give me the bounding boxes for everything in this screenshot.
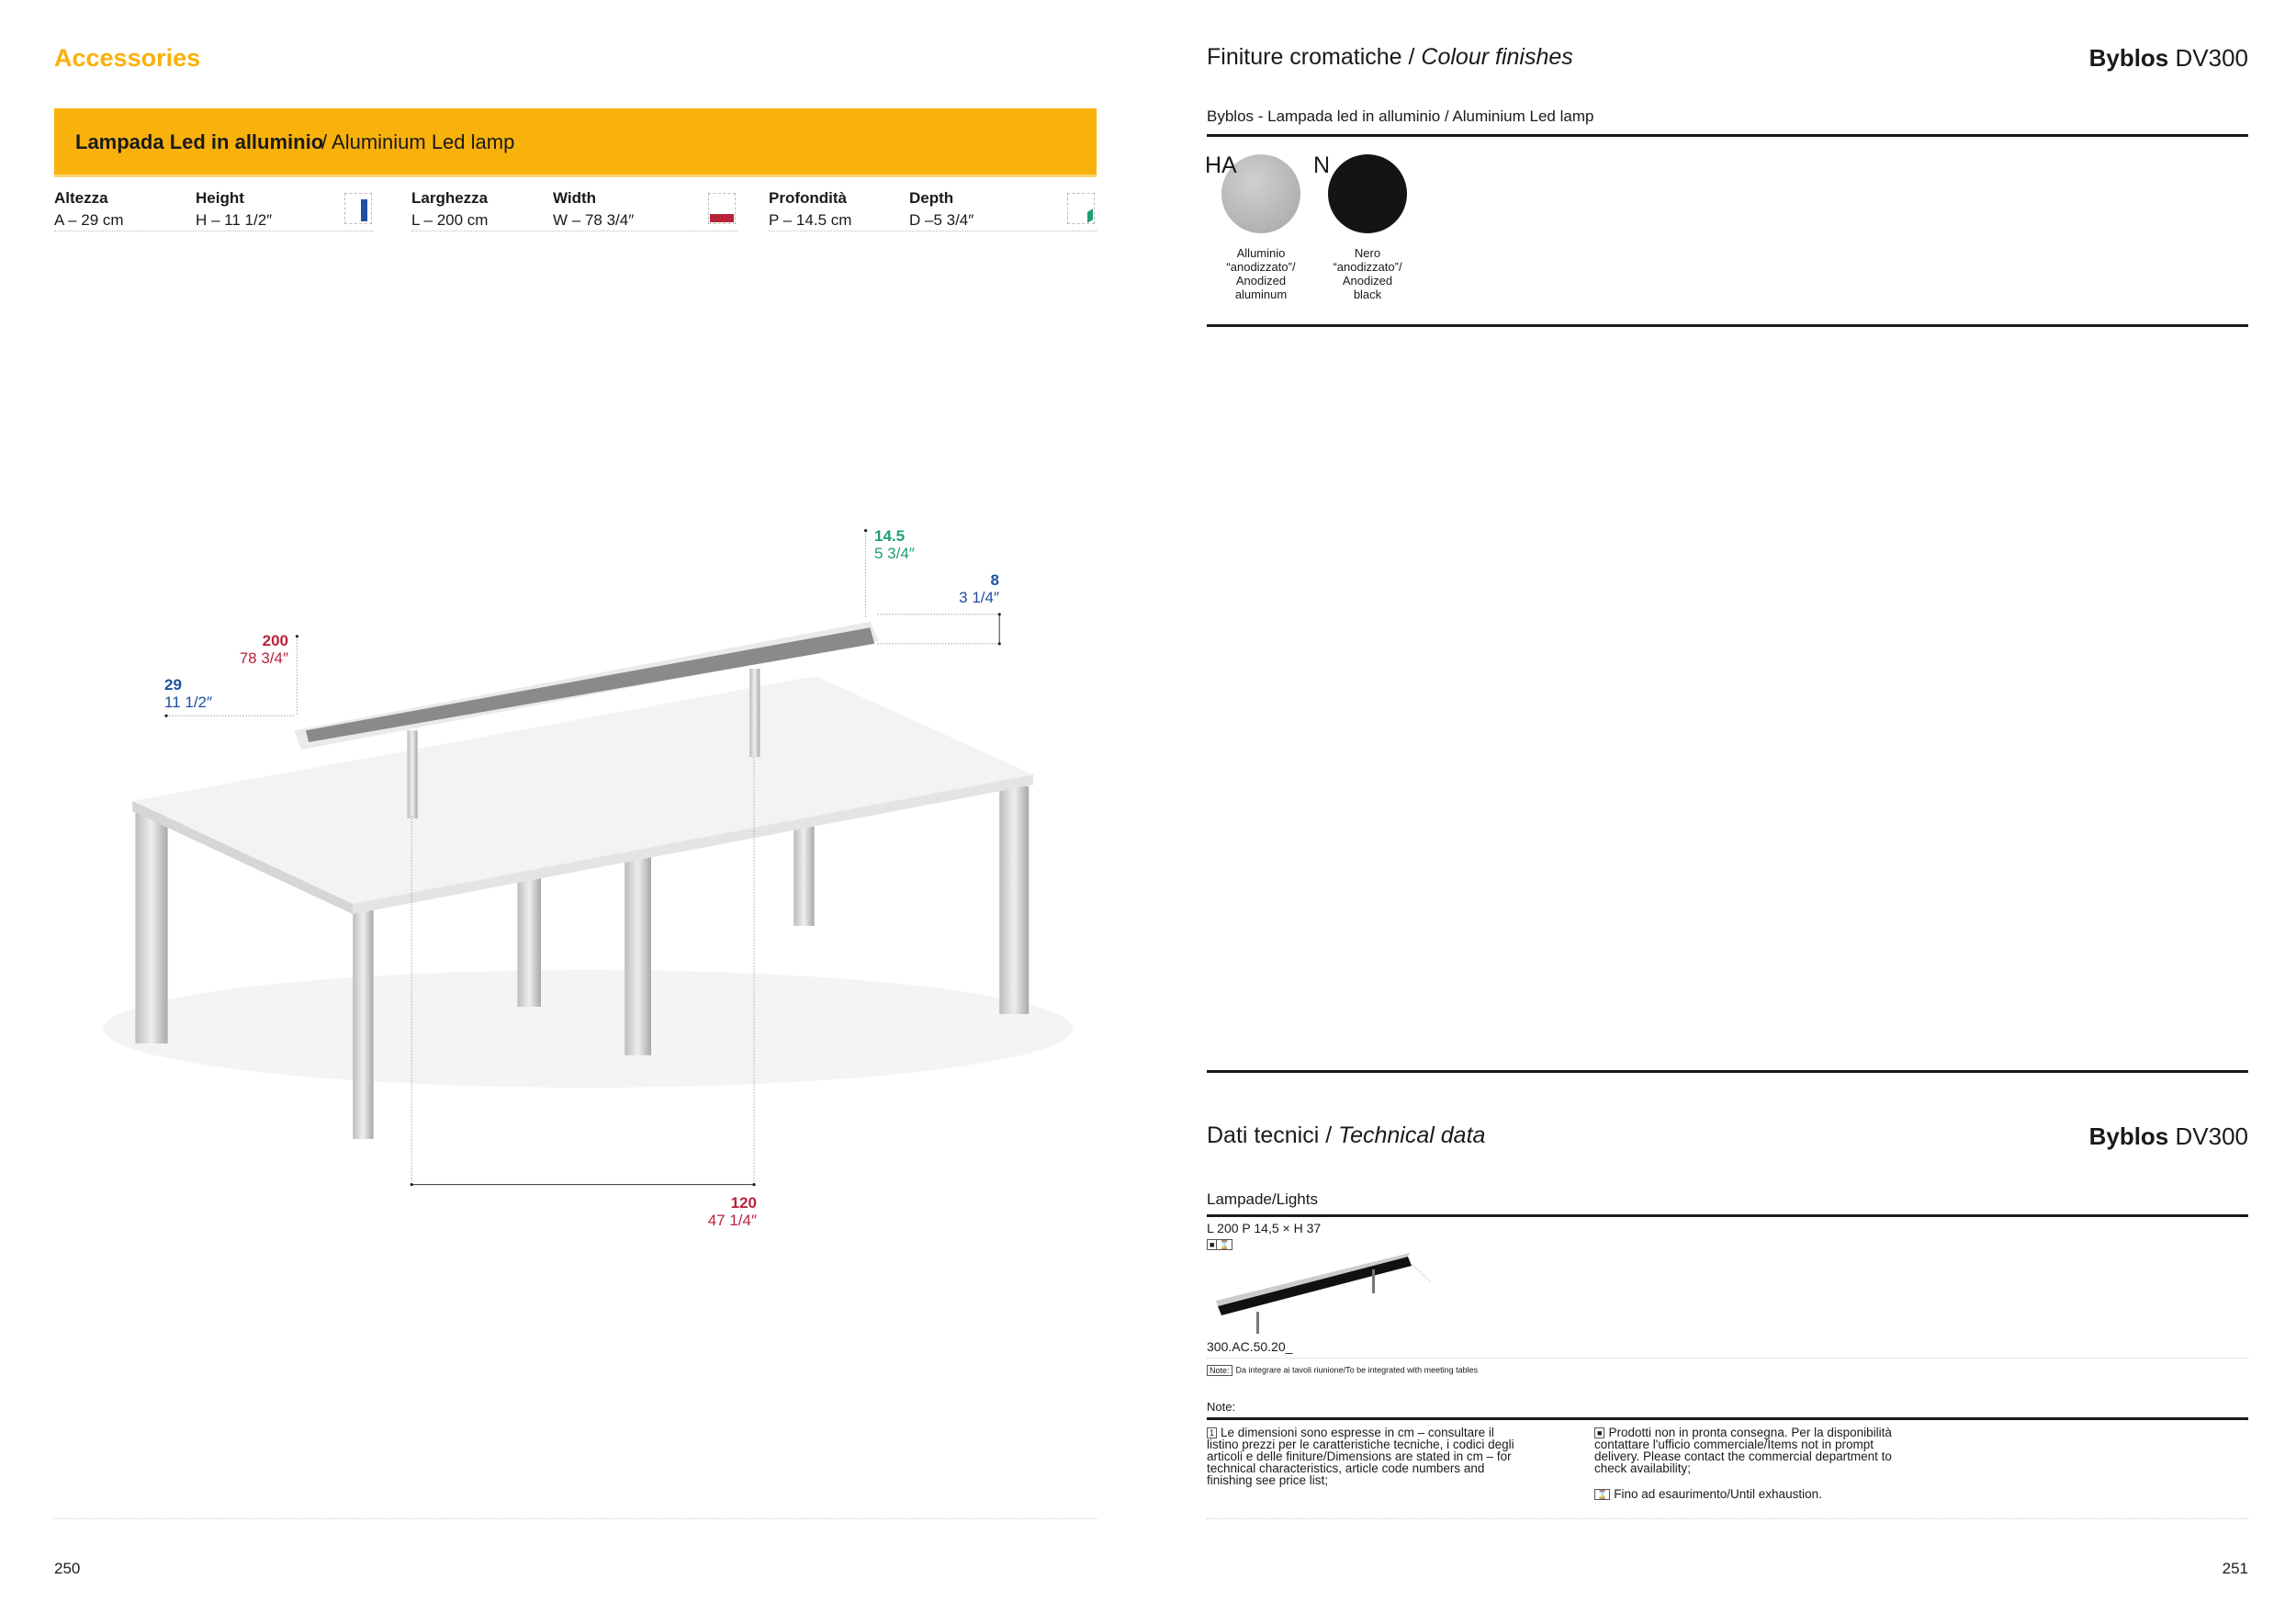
swatch-anodized-black[interactable] <box>1328 154 1407 233</box>
brand-name: Byblos <box>2088 44 2169 72</box>
notes-heading: Note: <box>1207 1400 1236 1414</box>
dim-value-it: A – 29 cm <box>54 211 124 229</box>
brand-model: DV300 <box>2168 44 2248 72</box>
note-text: Le dimensioni sono espresse in cm – cons… <box>1207 1426 1514 1488</box>
brand-title: Byblos DV300 <box>2089 1122 2248 1151</box>
label-line: “anodizzato”/ <box>1226 260 1296 274</box>
table-top <box>132 676 1033 904</box>
dim-label-en: Height <box>196 189 244 207</box>
title-en: Colour finishes <box>1421 44 1573 70</box>
page-number: 250 <box>54 1560 81 1577</box>
technical-title: Dati tecnici / Technical data <box>1207 1122 1485 1149</box>
brand-name: Byblos <box>2088 1122 2169 1150</box>
label-line: black <box>1353 288 1382 301</box>
label-line: Alluminio <box>1236 246 1286 260</box>
category-label: Lampade/Lights <box>1207 1190 1318 1208</box>
table-legs <box>135 786 1030 1139</box>
note-text: Prodotti non in pronta consegna. Per la … <box>1594 1426 1892 1476</box>
brand-model: DV300 <box>2168 1122 2248 1150</box>
product-banner: Lampada Led in alluminio / Aluminium Led… <box>54 108 1097 177</box>
divider <box>1207 134 2248 137</box>
note-tag: Note: <box>1207 1365 1232 1376</box>
footer-divider <box>1207 1518 2248 1519</box>
note-item: ■Prodotti non in pronta consegna. Per la… <box>1594 1426 1911 1476</box>
dimension-lines <box>166 530 1000 1185</box>
brand-title: Byblos DV300 <box>2089 44 2248 73</box>
label-line: “anodizzato”/ <box>1333 260 1402 274</box>
page-number: 251 <box>2222 1560 2248 1577</box>
banner-title-it: Lampada Led in alluminio <box>75 130 324 153</box>
divider <box>1207 1417 2248 1420</box>
swatch-label: Alluminio “anodizzato”/ Anodized aluminu… <box>1210 246 1311 301</box>
dim-value-it: L – 200 cm <box>411 211 489 229</box>
label-line: Anodized <box>1342 274 1393 288</box>
footer-divider <box>54 1518 1097 1519</box>
dim-in: 78 3/4″ <box>239 649 288 667</box>
height-cube-icon <box>344 193 372 224</box>
table-lamp-drawing <box>103 529 1074 1187</box>
dim-value-en: D –5 3/4″ <box>909 211 974 229</box>
dim-in: 5 3/4″ <box>874 545 915 562</box>
note-line: Note:Da integrare ai tavoli riunione/To … <box>1207 1365 1478 1376</box>
lamp <box>294 621 879 819</box>
dim-in: 3 1/4″ <box>959 589 999 606</box>
note-item: ⌛Fino ad esaurimento/Until exhaustion. <box>1594 1487 1911 1501</box>
dim-value-en: H – 11 1/2″ <box>196 211 273 229</box>
hourglass-icon: ⌛ <box>1594 1489 1611 1501</box>
dim-label-it: Larghezza <box>411 189 489 207</box>
banner-separator: / <box>321 130 332 153</box>
title-it: Finiture cromatiche / <box>1207 44 1422 70</box>
title-it: Dati tecnici / <box>1207 1122 1339 1148</box>
availability-icons: ■⌛ <box>1207 1236 1236 1253</box>
dim-value-en: W – 78 3/4″ <box>553 211 635 229</box>
finishes-subtitle: Byblos - Lampada led in alluminio / Alum… <box>1207 107 1594 125</box>
swatch-code: N <box>1313 152 1331 178</box>
swatch-label: Nero “anodizzato”/ Anodized black <box>1317 246 1418 301</box>
divider <box>1207 324 2248 327</box>
note-text: Da integrare ai tavoli riunione/To be in… <box>1235 1365 1479 1375</box>
title-en: Technical data <box>1338 1122 1486 1148</box>
product-code: 300.AC.50.20_ <box>1207 1339 1293 1354</box>
divider <box>1207 1358 2248 1359</box>
dim-cm: 8 <box>990 571 999 589</box>
width-cube-icon <box>708 193 736 224</box>
hourglass-icon: ⌛ <box>1216 1238 1232 1250</box>
product-dims: L 200 P 14,5 × H 37 <box>1207 1221 1322 1235</box>
dim-label-en: Width <box>553 189 597 207</box>
dim-cm: 29 <box>164 676 182 694</box>
banner-title-en: / Aluminium Led lamp <box>321 130 514 154</box>
label-line: Nero <box>1354 246 1381 260</box>
divider <box>1207 1070 2248 1073</box>
lamp-thumbnail <box>1216 1253 1431 1334</box>
section-title: Accessories <box>54 44 201 72</box>
dim-in: 11 1/2″ <box>164 694 213 711</box>
banner-title-en-text: Aluminium Led lamp <box>332 130 515 153</box>
swatch-code: HA <box>1205 152 1237 178</box>
dim-value-it: P – 14.5 cm <box>769 211 852 229</box>
note-text: Fino ad esaurimento/Until exhaustion. <box>1614 1487 1822 1501</box>
dim-cm: 14.5 <box>874 527 906 545</box>
divider <box>1207 1214 2248 1217</box>
dim-label-it: Altezza <box>54 189 108 207</box>
label-line: Anodized <box>1235 274 1287 288</box>
swatch-anodized-aluminum[interactable] <box>1221 154 1300 233</box>
depth-cube-icon <box>1067 193 1095 224</box>
dim-cm: 120 <box>730 1194 757 1212</box>
dim-in: 47 1/4″ <box>707 1212 757 1229</box>
finishes-title: Finiture cromatiche / Colour finishes <box>1207 44 1573 71</box>
dim-label-it: Profondità <box>769 189 847 207</box>
dim-cm: 200 <box>262 632 288 649</box>
dim-label-en: Depth <box>909 189 954 207</box>
shadow <box>103 970 1074 1088</box>
label-line: aluminum <box>1234 288 1288 301</box>
